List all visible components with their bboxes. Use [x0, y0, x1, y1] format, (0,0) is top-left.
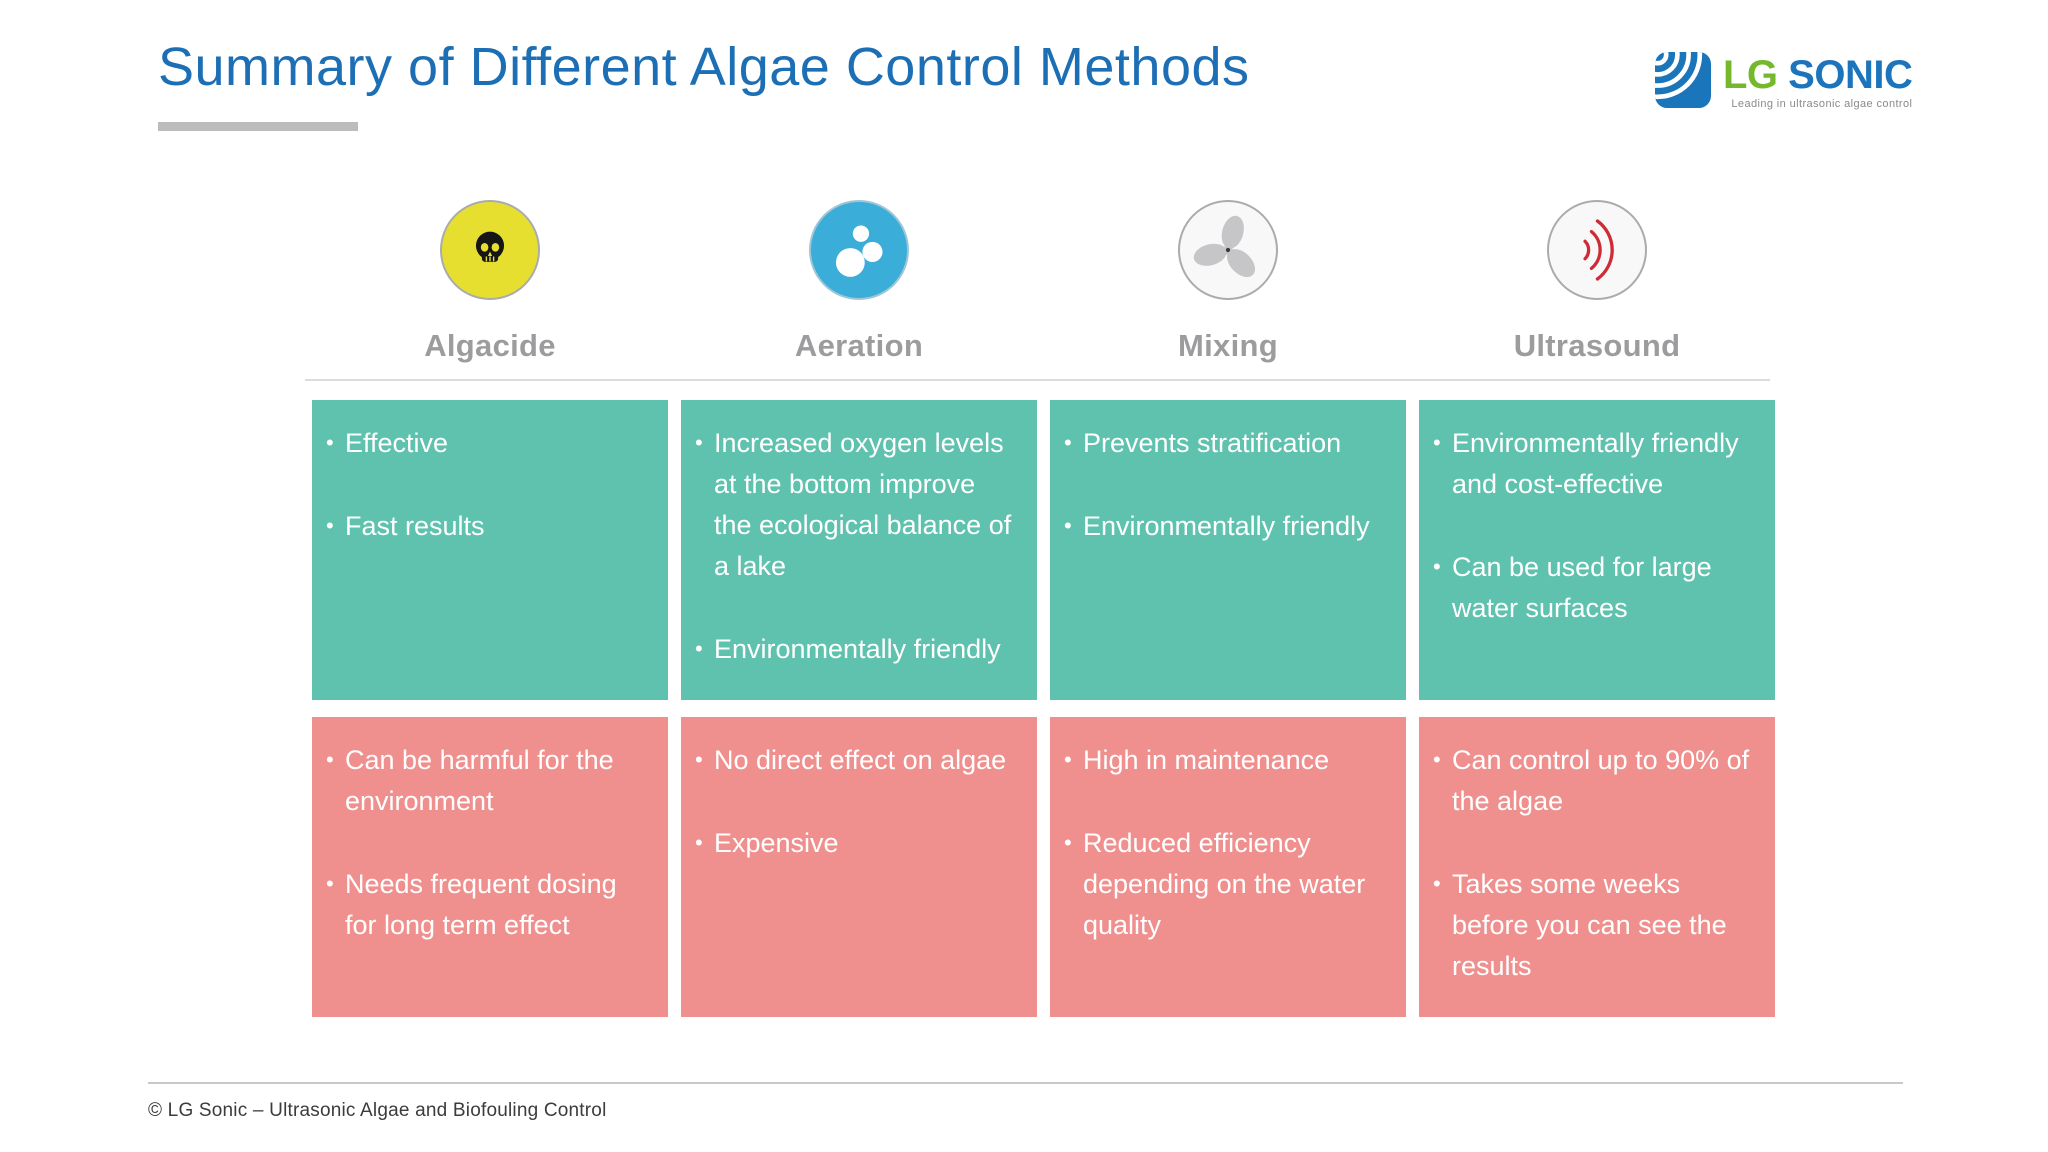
footer-copyright: © LG Sonic – Ultrasonic Algae and Biofou… — [148, 1100, 607, 1121]
pros-box: Prevents stratification Environmentally … — [1050, 400, 1406, 700]
cons-item: Can be harmful for the environment — [326, 739, 648, 822]
lg-sonic-logo: LG SONIC Leading in ultrasonic algae con… — [1655, 52, 1913, 113]
logo-lg-text: LG — [1723, 53, 1778, 97]
header-divider — [305, 379, 1770, 381]
method-column-ultrasound: Ultrasound Environmentally friendly and … — [1419, 0, 1775, 1060]
pros-item: Effective — [326, 422, 648, 464]
pros-item: Environmentally friendly and cost-effect… — [1433, 422, 1755, 505]
cons-item: Reduced efficiency depending on the wate… — [1064, 822, 1386, 946]
cons-box: Can control up to 90% of the algae Takes… — [1419, 717, 1775, 1017]
method-column-aeration: Aeration Increased oxygen levels at the … — [681, 0, 1037, 1060]
cons-box: High in maintenance Reduced efficiency d… — [1050, 717, 1406, 1017]
cons-item: Can control up to 90% of the algae — [1433, 739, 1755, 822]
method-label: Aeration — [794, 328, 924, 363]
pros-item: Prevents stratification — [1064, 422, 1386, 464]
cons-item: Expensive — [695, 822, 1017, 864]
pros-item: Can be used for large water surfaces — [1433, 546, 1755, 629]
sound-waves-icon — [1547, 200, 1647, 300]
pros-item: Fast results — [326, 505, 648, 547]
method-label: Mixing — [1178, 328, 1278, 363]
logo-sonic-text: SONIC — [1788, 53, 1913, 97]
logo-mark-icon — [1655, 52, 1711, 113]
cons-box: Can be harmful for the environment Needs… — [312, 717, 668, 1017]
logo-tagline: Leading in ultrasonic algae control — [1731, 98, 1913, 110]
pros-item: Environmentally friendly — [1064, 505, 1386, 547]
pros-item: Increased oxygen levels at the bottom im… — [695, 422, 1017, 587]
method-column-algacide: Algacide Effective Fast results Can be h… — [312, 0, 668, 1060]
logo-wordmark: LG SONIC — [1723, 52, 1913, 98]
cons-item: High in maintenance — [1064, 739, 1386, 781]
footer-divider — [148, 1082, 1903, 1084]
bubbles-icon — [809, 200, 909, 300]
pros-item: Environmentally friendly — [695, 628, 1017, 670]
pros-box: Environmentally friendly and cost-effect… — [1419, 400, 1775, 700]
cons-item: Needs frequent dosing for long term effe… — [326, 863, 648, 946]
pros-box: Increased oxygen levels at the bottom im… — [681, 400, 1037, 700]
method-column-mixing: Mixing Prevents stratification Environme… — [1050, 0, 1406, 1060]
method-label: Algacide — [424, 328, 556, 363]
method-label: Ultrasound — [1513, 328, 1681, 363]
title-underline — [158, 122, 358, 131]
cons-item: No direct effect on algae — [695, 739, 1017, 781]
skull-icon — [440, 200, 540, 300]
page-title: Summary of Different Algae Control Metho… — [158, 37, 1250, 97]
pros-box: Effective Fast results — [312, 400, 668, 700]
propeller-icon — [1178, 200, 1278, 300]
cons-item: Takes some weeks before you can see the … — [1433, 863, 1755, 987]
cons-box: No direct effect on algae Expensive — [681, 717, 1037, 1017]
